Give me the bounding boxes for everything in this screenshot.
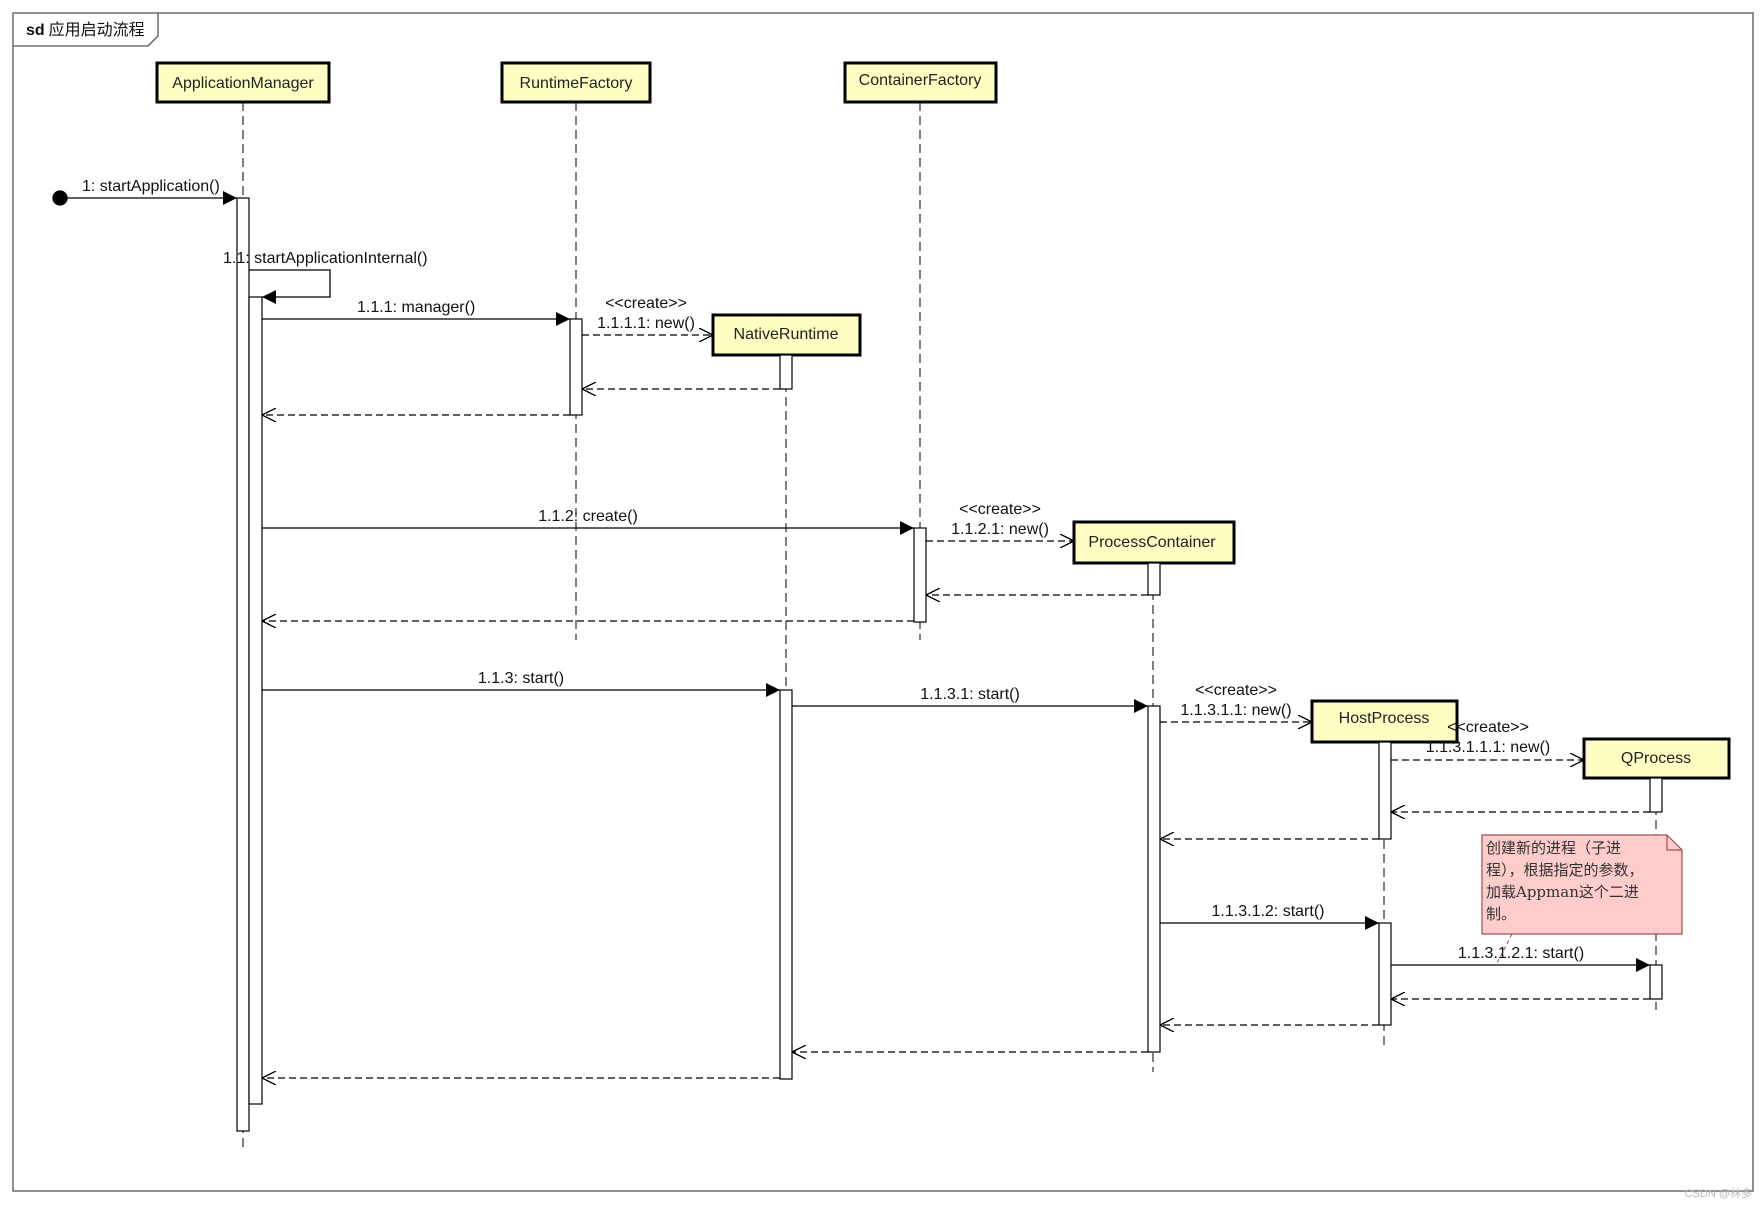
svg-text:ContainerFactory: ContainerFactory [859, 72, 982, 89]
participant-processcontainer: ProcessContainer [1072, 520, 1236, 565]
participant-nativeruntime: NativeRuntime [711, 313, 862, 357]
message-1-1-2-label: 1.1.2: create() [538, 508, 638, 525]
activation-qp-start [1649, 964, 1663, 1000]
message-1-1-3-1-1-1-label: 1.1.3.1.1.1: new() [1426, 739, 1551, 756]
svg-text:RuntimeFactory: RuntimeFactory [520, 75, 633, 92]
message-1-1-3-label: 1.1.3: start() [478, 670, 564, 687]
note-text: 创建新的进程（子进 程），根据指定的参数， 加载Appman这个二进 制。 [1486, 839, 1648, 923]
activation-am-outer [236, 197, 250, 1132]
participant-qprocess: QProcess [1582, 737, 1731, 780]
message-1-1-3-1-1-1-stereotype: <<create>> [1447, 719, 1529, 736]
message-1-1-label: 1.1: startApplicationInternal() [223, 250, 428, 267]
participant-hostprocess: HostProcess [1310, 699, 1459, 744]
activation-pc-create [1147, 562, 1161, 596]
message-1-1-1-1-label: 1.1.1.1: new() [597, 315, 695, 332]
svg-text:HostProcess: HostProcess [1339, 710, 1430, 727]
message-1-1-1-label: 1.1.1: manager() [357, 299, 475, 316]
message-1-label: 1: startApplication() [82, 178, 220, 195]
participant-applicationmanager: ApplicationManager [155, 61, 331, 104]
note: 创建新的进程（子进 程），根据指定的参数， 加载Appman这个二进 制。 [1481, 834, 1683, 966]
activation-nr-create [779, 354, 793, 390]
svg-text:QProcess: QProcess [1621, 750, 1691, 767]
message-1-1-3-1-2-label: 1.1.3.1.2: start() [1212, 903, 1325, 920]
message-1-1-3-1-2-1-label: 1.1.3.1.2.1: start() [1458, 945, 1584, 962]
svg-text:ApplicationManager: ApplicationManager [172, 75, 314, 92]
activation-am-inner [248, 296, 263, 1105]
svg-text:NativeRuntime: NativeRuntime [734, 326, 839, 343]
activation-qp-create [1649, 777, 1663, 813]
svg-text:ProcessContainer: ProcessContainer [1088, 534, 1216, 551]
activation-hp-start [1378, 922, 1392, 1026]
activation-rf [569, 318, 583, 416]
message-1-1-3-1-1-stereotype: <<create>> [1195, 682, 1277, 699]
activation-cf [913, 527, 927, 623]
message-1-1-3-1-label: 1.1.3.1: start() [920, 686, 1020, 703]
message-1-1-arrow [249, 269, 331, 304]
activation-nr-start [779, 689, 793, 1080]
message-1-1-2-1-label: 1.1.2.1: new() [951, 521, 1049, 538]
message-1-1-2-1-stereotype: <<create>> [959, 501, 1041, 518]
activation-hp-create [1378, 741, 1392, 840]
participant-containerfactory: ContainerFactory [843, 61, 998, 104]
frame-tab [13, 13, 159, 47]
diagram-frame [12, 12, 1754, 1192]
activation-pc-start [1147, 705, 1161, 1053]
participant-runtimefactory: RuntimeFactory [500, 61, 652, 104]
message-1-1-1-1-stereotype: <<create>> [605, 295, 687, 312]
message-1-1-3-1-1-label: 1.1.3.1.1: new() [1180, 702, 1291, 719]
watermark: CSDN @林多 [1685, 1186, 1752, 1200]
